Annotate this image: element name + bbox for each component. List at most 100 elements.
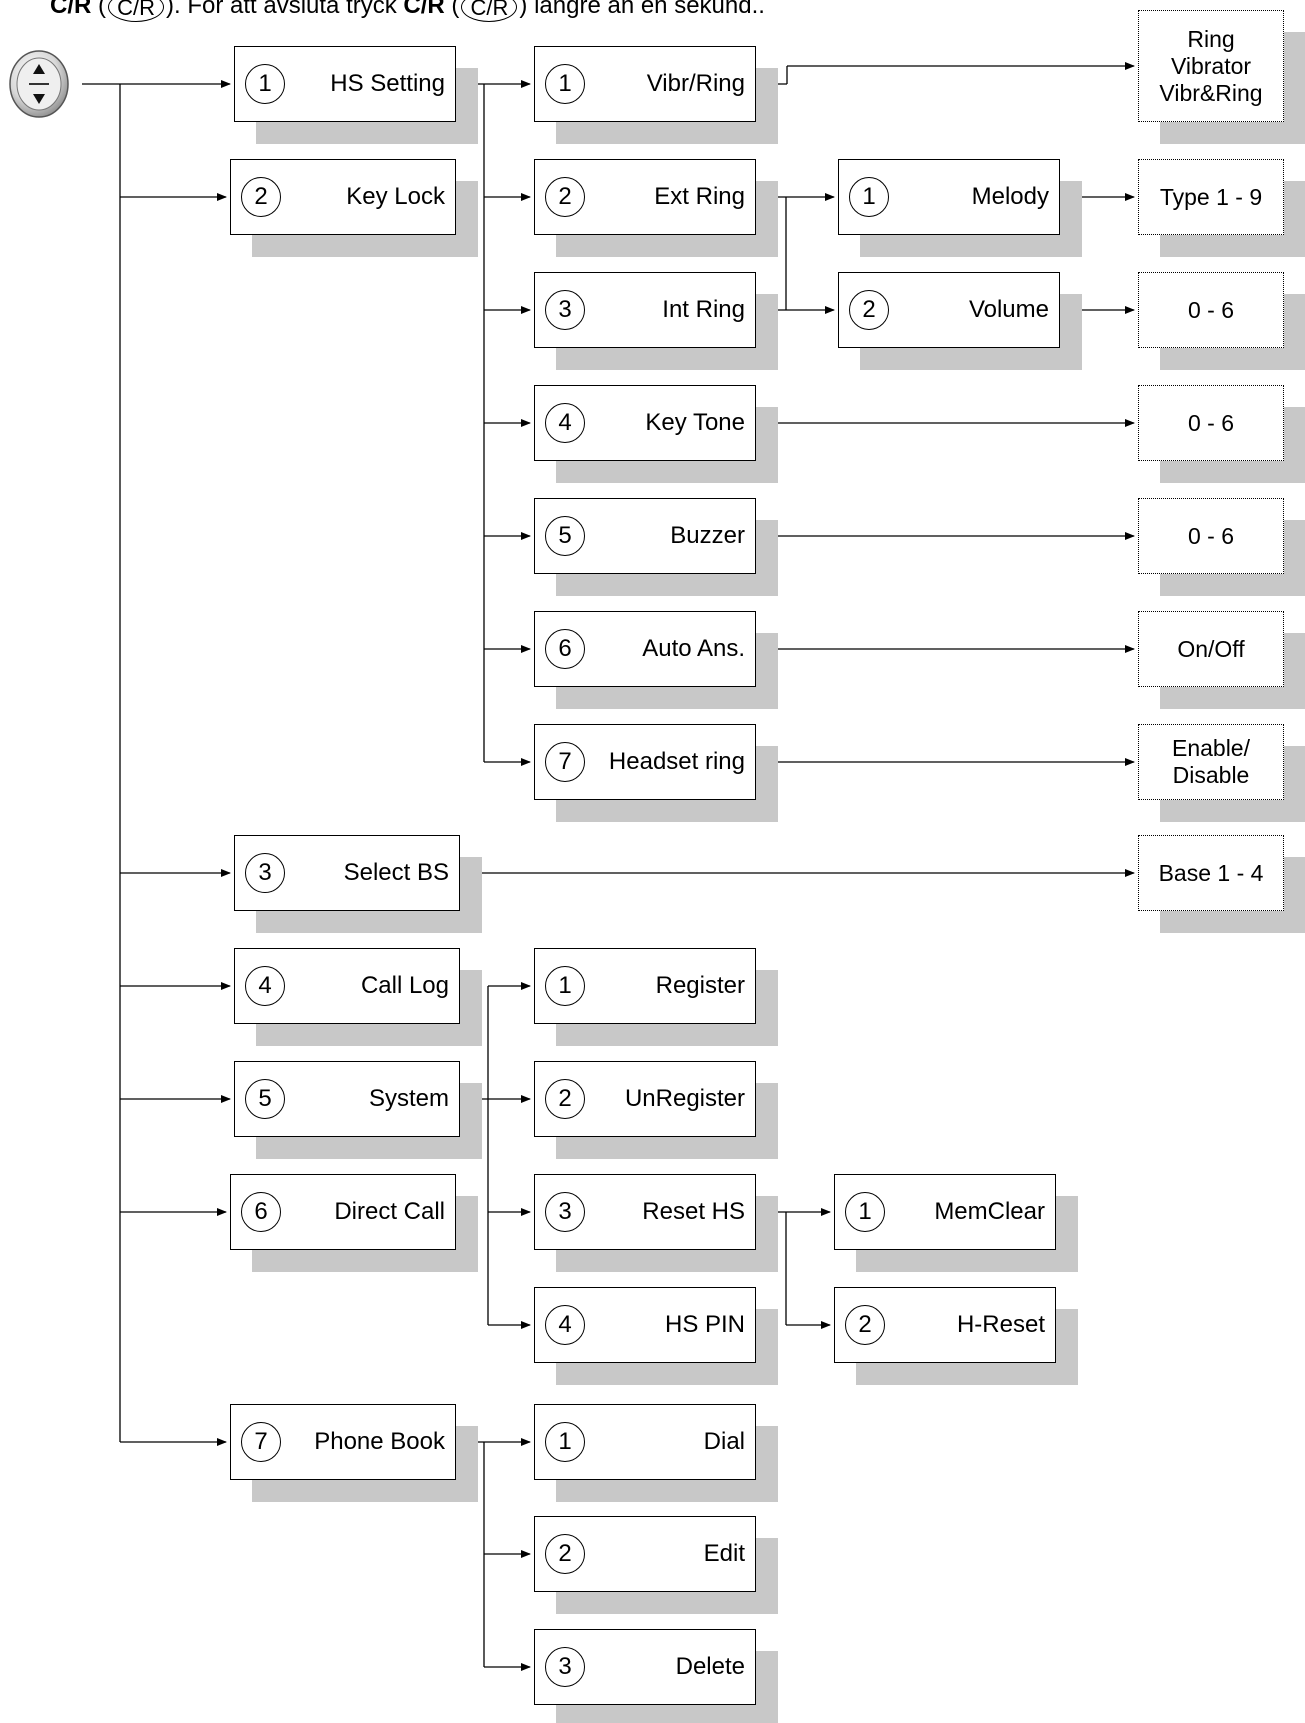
submenu-item-buzzer: 5 Buzzer (534, 498, 756, 574)
menu-label: Edit (703, 1540, 745, 1567)
menu-label: System (368, 1085, 449, 1112)
submenu-item-h-reset: 2 H-Reset (834, 1287, 1056, 1363)
option-volume-values: 0 - 6 (1138, 272, 1284, 348)
option-value: Disable (1172, 762, 1250, 788)
menu-label: H-Reset (956, 1311, 1045, 1338)
menu-number: 4 (545, 403, 585, 443)
option-value: 0 - 6 (1187, 296, 1235, 323)
submenu-item-delete: 3 Delete (534, 1629, 756, 1705)
menu-label: Call Log (360, 972, 449, 999)
option-value: Enable/ (1171, 735, 1250, 761)
cr-key-name: C/R (50, 0, 92, 19)
menu-label: HS PIN (664, 1311, 745, 1338)
menu-item-call-log: 4 Call Log (234, 948, 460, 1024)
menu-label: Auto Ans. (642, 635, 745, 662)
menu-number: 5 (545, 516, 585, 556)
menu-label: Select BS (343, 859, 449, 886)
submenu-item-dial: 1 Dial (534, 1404, 756, 1480)
submenu-item-register: 1 Register (534, 948, 756, 1024)
option-headset-ring-values: Enable/ Disable (1138, 724, 1284, 800)
menu-label: Int Ring (662, 296, 745, 323)
open-paren: ( (91, 0, 107, 19)
menu-number: 2 (545, 1534, 585, 1574)
menu-label: UnRegister (624, 1085, 745, 1112)
open-paren-2: ( (444, 0, 460, 19)
option-key-tone-values: 0 - 6 (1138, 385, 1284, 461)
menu-label: Buzzer (670, 522, 745, 549)
menu-number: 4 (545, 1305, 585, 1345)
menu-number: 2 (241, 177, 281, 217)
menu-label: Delete (675, 1653, 745, 1680)
submenu-item-key-tone: 4 Key Tone (534, 385, 756, 461)
menu-label: MemClear (934, 1198, 1045, 1225)
option-vibr-ring-values: Ring Vibrator Vibr&Ring (1138, 10, 1284, 122)
menu-item-system: 5 System (234, 1061, 460, 1137)
submenu-item-hs-pin: 4 HS PIN (534, 1287, 756, 1363)
option-value: 0 - 6 (1187, 522, 1235, 549)
menu-number: 1 (545, 1422, 585, 1462)
menu-label: Dial (703, 1428, 745, 1455)
submenu-item-auto-ans: 6 Auto Ans. (534, 611, 756, 687)
menu-number: 5 (245, 1079, 285, 1119)
menu-number: 1 (245, 64, 285, 104)
instruction-tail: ) längre än en sekund.. (519, 0, 765, 19)
instruction-text: C/R (C/R). För att avsluta tryck C/R (C/… (50, 0, 765, 22)
menu-number: 3 (245, 853, 285, 893)
option-value: 0 - 6 (1187, 409, 1235, 436)
option-buzzer-values: 0 - 6 (1138, 498, 1284, 574)
submenu-item-vibr-ring: 1 Vibr/Ring (534, 46, 756, 122)
option-value: Vibr&Ring (1159, 79, 1263, 106)
menu-item-phone-book: 7 Phone Book (230, 1404, 456, 1480)
menu-label: Key Tone (645, 409, 745, 436)
menu-number: 1 (845, 1192, 885, 1232)
menu-label: HS Setting (330, 70, 445, 97)
option-melody-values: Type 1 - 9 (1138, 159, 1284, 235)
menu-label: Volume (968, 296, 1049, 323)
menu-number: 6 (545, 629, 585, 669)
menu-number: 2 (849, 290, 889, 330)
menu-number: 4 (245, 966, 285, 1006)
cr-key-name-2: C/R (403, 0, 445, 19)
menu-number: 1 (849, 177, 889, 217)
submenu-item-ext-ring: 2 Ext Ring (534, 159, 756, 235)
menu-number: 2 (545, 177, 585, 217)
submenu-item-melody: 1 Melody (838, 159, 1060, 235)
option-value: On/Off (1177, 635, 1245, 662)
menu-label: Phone Book (314, 1428, 445, 1455)
instruction-part: ). För att avsluta tryck (166, 0, 404, 19)
menu-number: 3 (545, 290, 585, 330)
menu-label: Key Lock (346, 183, 445, 210)
menu-number: 7 (241, 1422, 281, 1462)
option-auto-ans-values: On/Off (1138, 611, 1284, 687)
submenu-item-reset-hs: 3 Reset HS (534, 1174, 756, 1250)
menu-number: 1 (545, 64, 585, 104)
menu-number: 2 (545, 1079, 585, 1119)
option-value: Vibrator (1170, 52, 1252, 79)
menu-label: Ext Ring (654, 183, 745, 210)
menu-item-direct-call: 6 Direct Call (230, 1174, 456, 1250)
menu-item-key-lock: 2 Key Lock (230, 159, 456, 235)
menu-number: 1 (545, 966, 585, 1006)
menu-label: Direct Call (334, 1198, 445, 1225)
menu-number: 2 (845, 1305, 885, 1345)
option-select-bs-values: Base 1 - 4 (1138, 835, 1284, 911)
option-value: Ring (1187, 25, 1235, 52)
up-down-navigation-key-icon (7, 48, 71, 120)
menu-number: 6 (241, 1192, 281, 1232)
menu-label: Register (655, 972, 745, 999)
submenu-item-volume: 2 Volume (838, 272, 1060, 348)
menu-label: Melody (971, 183, 1049, 210)
menu-item-hs-setting: 1 HS Setting (234, 46, 456, 122)
menu-label: Vibr/Ring (646, 70, 745, 97)
menu-number: 3 (545, 1647, 585, 1687)
option-value: Base 1 - 4 (1158, 859, 1264, 886)
menu-label: Reset HS (642, 1198, 745, 1225)
option-value: Type 1 - 9 (1159, 183, 1263, 210)
submenu-item-int-ring: 3 Int Ring (534, 272, 756, 348)
submenu-item-memclear: 1 MemClear (834, 1174, 1056, 1250)
submenu-item-unregister: 2 UnRegister (534, 1061, 756, 1137)
menu-label: Headset ring (608, 748, 745, 775)
menu-number: 3 (545, 1192, 585, 1232)
